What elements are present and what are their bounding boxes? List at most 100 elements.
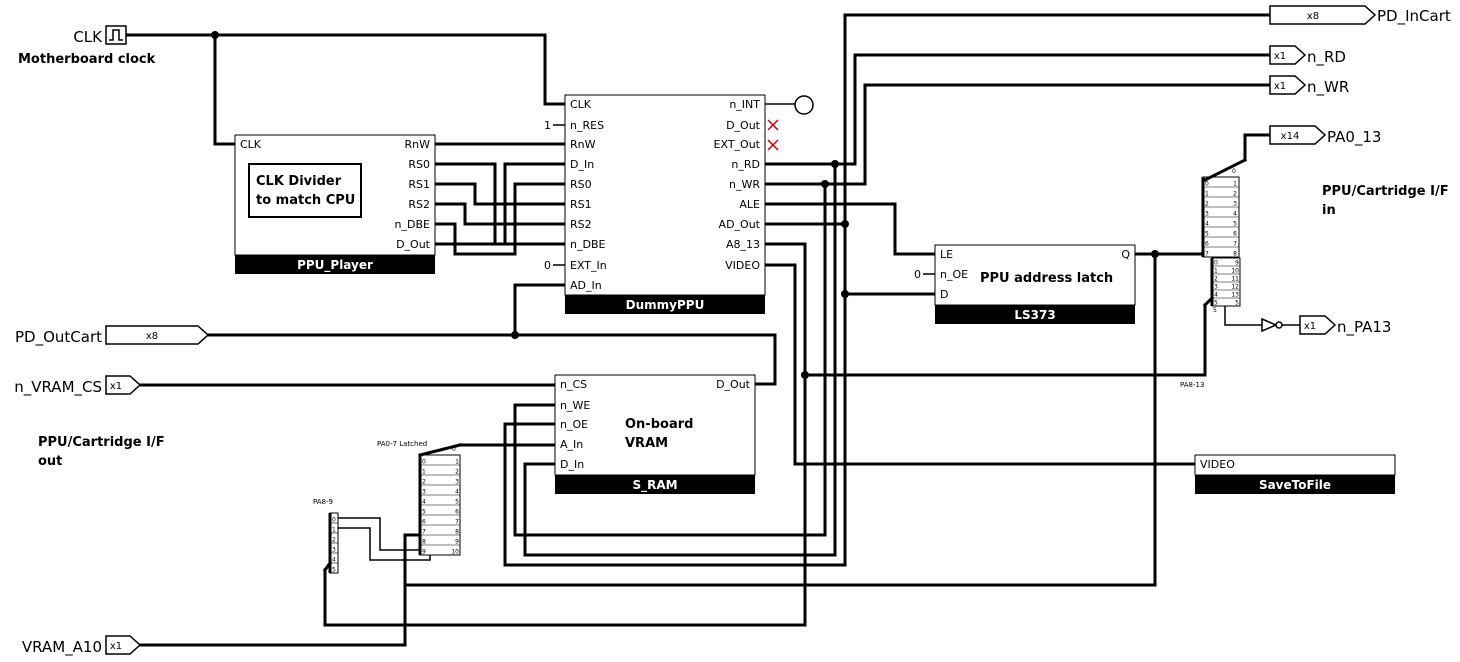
splitter-latched-bit: 2	[422, 479, 426, 486]
pin-dout: D_Out	[396, 238, 431, 251]
pin-extout: EXT_Out	[714, 138, 761, 151]
wire-a813-pa	[803, 303, 1207, 377]
pin-dout: D_Out	[716, 378, 751, 391]
port-pd-incart[interactable]: x8 PD_InCart	[1269, 5, 1451, 26]
splitter-pa89-bit: 3	[332, 547, 336, 554]
splitter-upper-b-bottom: 5	[1213, 307, 1217, 314]
splitter-latched-bit: 3	[422, 489, 426, 496]
inverter-icon	[1261, 317, 1278, 333]
splitter-upper-a-bit: 0	[1205, 181, 1209, 188]
splitter-upper-b-num: 5	[1235, 300, 1239, 307]
if-out-note: PPU/Cartridge I/F	[38, 435, 165, 450]
splitter-upper-b-bit: 3	[1214, 284, 1218, 291]
splitter-latched-bit: 4	[422, 499, 426, 506]
wire-nrd-din	[523, 162, 837, 557]
port-n-wr[interactable]: x1 n_WR	[1269, 75, 1349, 97]
junction-adout	[841, 220, 849, 228]
splitter-latched-num: 3	[455, 479, 459, 486]
splitter-upper-a-num: 4	[1233, 211, 1237, 218]
splitter-latched-bit: 0	[422, 459, 426, 466]
pin-a813: A8_13	[726, 238, 760, 251]
svg-text:x1: x1	[1274, 51, 1286, 62]
ls373[interactable]: LS373 LE n_OE D Q 0 PPU address latch	[914, 244, 1136, 324]
splitter-latched-num: 2	[455, 469, 459, 476]
svg-text:VRAM: VRAM	[625, 436, 668, 451]
nint-probe-icon[interactable]	[794, 95, 814, 115]
svg-text:x1: x1	[110, 641, 122, 652]
wire-pa89-join	[322, 560, 333, 573]
wire-nwr-nwe	[513, 182, 827, 537]
pin-rs0: RS0	[570, 178, 592, 191]
pin-dout: D_Out	[726, 119, 761, 132]
pin-rnw: RnW	[570, 138, 596, 151]
port-vram-a10[interactable]: x1 VRAM_A10	[22, 635, 142, 657]
pin-video: VIDEO	[725, 259, 760, 272]
pin-ndbe: n_DBE	[395, 218, 430, 231]
pin-nint: n_INT	[729, 98, 760, 111]
port-n-vram-cs[interactable]: x1 n_VRAM_CS	[14, 375, 142, 397]
pin-d: D	[940, 288, 948, 301]
splitter-latched-bit: 5	[422, 509, 426, 516]
splitter-latched-num: 5	[455, 499, 459, 506]
pin-ndbe: n_DBE	[570, 238, 605, 251]
latch-note: PPU address latch	[980, 271, 1113, 286]
n-pa13-label: n_PA13	[1337, 318, 1391, 337]
pd-incart-label: PD_InCart	[1377, 7, 1451, 26]
splitter-upper-b-num: 9	[1235, 260, 1239, 267]
pin-extin: EXT_In	[570, 259, 607, 272]
save-to-file[interactable]: SaveToFile VIDEO	[1194, 454, 1396, 494]
wire-a813	[323, 242, 807, 627]
wire-pa89-b	[337, 527, 431, 561]
n-wr-label: n_WR	[1307, 78, 1349, 97]
splitter-upper-a-bit: 4	[1205, 221, 1209, 228]
splitter-upper-b-num: 10	[1231, 268, 1239, 275]
clk-input[interactable]: CLK Motherboard clock	[18, 25, 156, 67]
port-n-rd[interactable]: x1 n_RD	[1269, 45, 1346, 67]
pin-rs1: RS1	[408, 178, 430, 191]
ppu-player[interactable]: PPU_Player CLK RnW RS0 RS1 RS2 n_DBE D_O…	[234, 134, 436, 274]
wire-vram-a10	[138, 568, 407, 647]
n-vram-cs-label: n_VRAM_CS	[14, 378, 102, 397]
junctions	[211, 31, 1159, 379]
if-in-note: PPU/Cartridge I/F	[1322, 184, 1449, 199]
no-connect-icon	[767, 119, 779, 151]
clock-icon	[109, 29, 123, 41]
pin-din: D_In	[570, 158, 594, 171]
svg-text:x14: x14	[1281, 131, 1300, 142]
svg-text:x1: x1	[1304, 321, 1316, 332]
wire-split-join-b	[1202, 295, 1215, 308]
wire-adin	[513, 283, 567, 337]
splitter-latched-num: 7	[455, 519, 459, 526]
port-pd-outcart[interactable]: x8 PD_OutCart	[15, 325, 210, 347]
vram-a10-label: VRAM_A10	[22, 638, 102, 657]
splitter-latched-num: 4	[455, 489, 459, 496]
ppu-player-title: PPU_Player	[297, 258, 373, 273]
port-n-pa13[interactable]: x1 n_PA13	[1261, 315, 1391, 337]
splitter-upper-a-num: 5	[1233, 221, 1237, 228]
pin-adin: AD_In	[570, 279, 602, 292]
wire-pd-outcart	[206, 333, 777, 386]
splitter-pa89-bit: 5	[332, 567, 336, 574]
pin-rs0: RS0	[408, 158, 430, 171]
s-ram[interactable]: S_RAM n_CS n_WE n_OE A_In D_In D_Out On-…	[554, 374, 756, 494]
pin-clk: CLK	[240, 138, 262, 151]
dummy-ppu[interactable]: DummyPPU CLK n_RES RnW D_In RS0 RS1 RS2 …	[544, 94, 814, 314]
wire-adout-latch	[843, 222, 937, 296]
junction-nrd	[831, 160, 839, 168]
splitter-latched-bit: 7	[422, 529, 426, 536]
pin-rs1: RS1	[570, 198, 592, 211]
pin-din: D_In	[560, 458, 584, 471]
pa8-13-note: PA8-13	[1180, 381, 1204, 389]
splitter-latched-num: 9	[455, 539, 459, 546]
port-pa0-13[interactable]: x14 PA0_13	[1269, 125, 1381, 147]
wire-latched-join	[418, 443, 462, 457]
wire-pa013	[1243, 133, 1272, 162]
splitter-upper-b-bit: 4	[1214, 292, 1218, 299]
wire-adout	[763, 13, 1272, 226]
wire-clk-ppuplayer	[213, 33, 237, 146]
splitter-pa89-bit: 0	[332, 517, 336, 524]
pin-video: VIDEO	[1200, 458, 1235, 471]
pin-ale: ALE	[739, 198, 760, 211]
